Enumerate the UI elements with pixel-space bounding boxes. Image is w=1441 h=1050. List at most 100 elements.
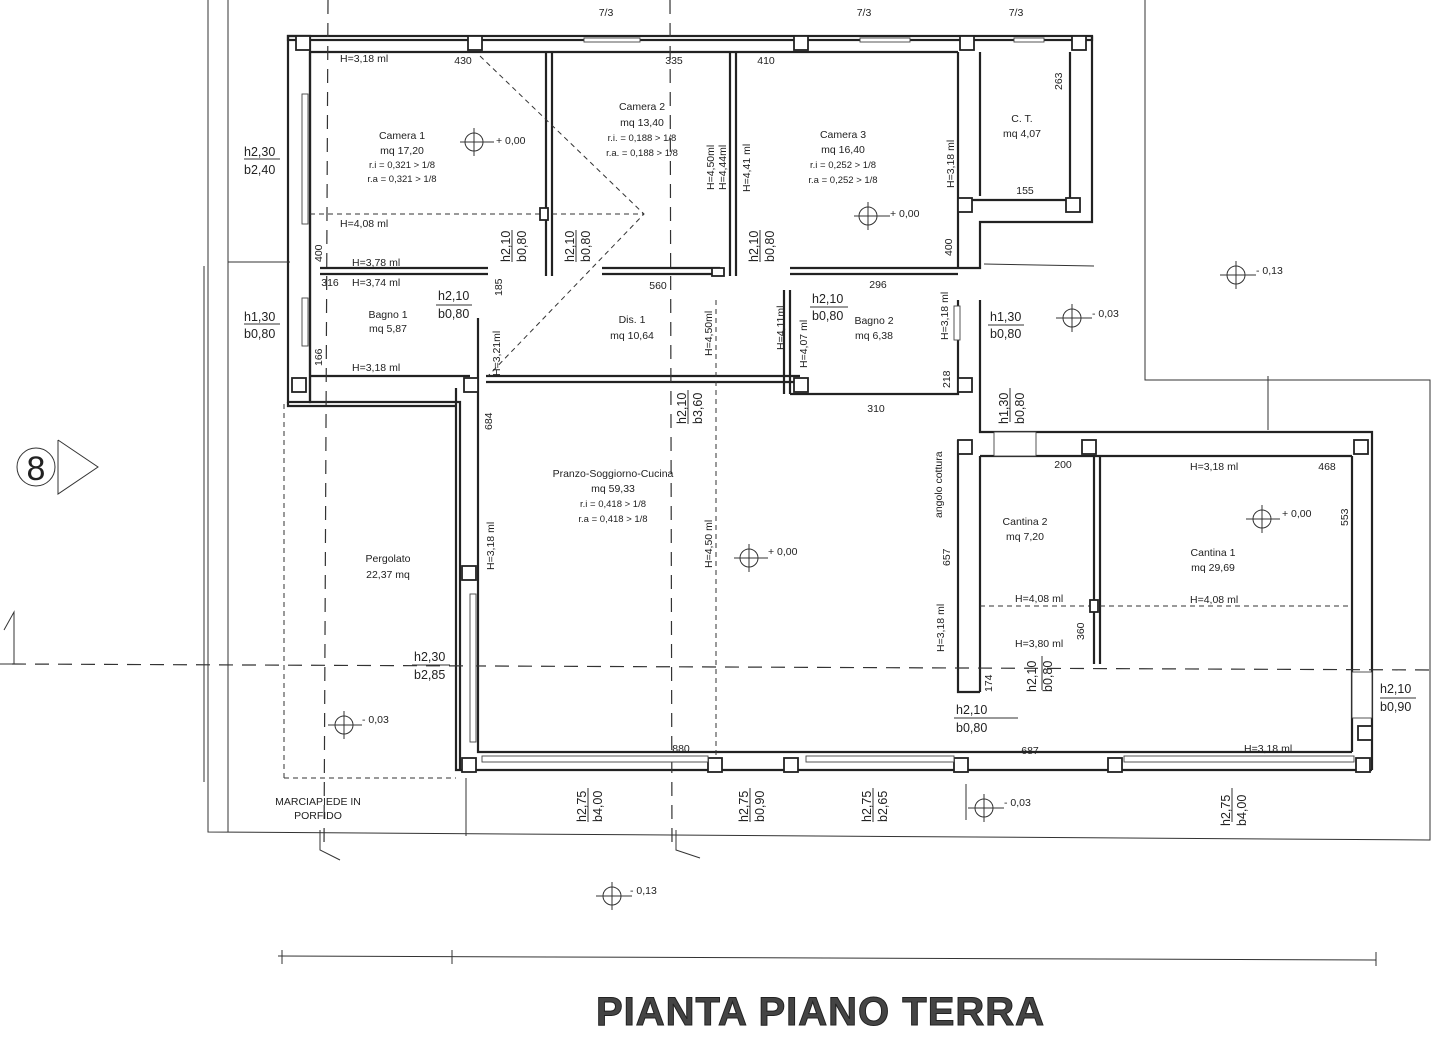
section-marker-label: 8: [27, 450, 46, 488]
opening-height: h2,10: [1380, 682, 1411, 696]
opening-width: b0,90: [753, 791, 767, 822]
level-label: + 0,00: [890, 208, 920, 220]
level-marker-camera3: [854, 202, 890, 230]
height-label: H=3,80 ml: [1015, 638, 1063, 650]
dimension-label: 657: [941, 548, 953, 566]
opening-width: b2,40: [244, 163, 275, 177]
room-name-bagno1: Bagno 1: [368, 309, 407, 321]
page-title-text: PIANTA PIANO TERRA: [595, 990, 1046, 1035]
height-label: H=3,74 ml: [352, 277, 400, 289]
room-name-cantina2: Cantina 2: [1003, 516, 1048, 528]
height-label: H=3,78 ml: [352, 257, 400, 269]
room-ri-pranzo: r.i = 0,418 > 1/8: [580, 499, 646, 510]
room-area-bagno2: mq 6,38: [855, 330, 893, 342]
opening-width: b0,80: [515, 231, 529, 262]
lot-boundary: [207, 0, 1431, 841]
room-area-pergolato: 22,37 mq: [366, 569, 410, 581]
dimension-label: 430: [454, 55, 472, 67]
room-area-ct: mq 4,07: [1003, 128, 1041, 140]
room-area-bagno1: mq 5,87: [369, 323, 407, 335]
room-ra-camera2: r.a. = 0,188 > 1/8: [606, 148, 678, 159]
dimension-label: 560: [649, 280, 667, 292]
opening-width: b3,60: [691, 393, 705, 424]
dashed-lines: [11, 0, 1437, 851]
top-label-2: 7/3: [857, 7, 872, 19]
dimension-label: 174: [983, 674, 995, 692]
dimension-label: 553: [1339, 508, 1351, 526]
dimension-label: 296: [869, 279, 887, 291]
level-label: + 0,00: [496, 135, 526, 147]
opening-width: b0,90: [1380, 700, 1411, 714]
height-label: H=3,18 ml: [935, 604, 947, 652]
room-name-pergolato: Pergolato: [366, 553, 411, 565]
height-label: H=3,18 ml: [939, 292, 951, 340]
opening-width: b0,80: [956, 721, 987, 735]
room-name-camera2: Camera 2: [619, 101, 665, 113]
room-name-pranzo: Pranzo-Soggiorno-Cucina: [553, 468, 674, 480]
room-area-pranzo: mq 59,33: [591, 483, 635, 495]
height-label: H=4,08 ml: [1190, 594, 1238, 606]
level-marker-cantina1: [1246, 505, 1280, 533]
level-marker-pergolato: [328, 711, 362, 739]
columns: [291, 35, 1373, 773]
opening-height: h2,10: [812, 292, 843, 306]
room-ra-pranzo: r.a = 0,418 > 1/8: [578, 514, 647, 525]
opening-height: h2,75: [737, 791, 751, 822]
dimension-label: 684: [483, 412, 495, 430]
opening-height: h1,30: [990, 310, 1021, 324]
room-ra-camera1: r.a = 0,321 > 1/8: [367, 174, 436, 185]
level-label: + 0,00: [768, 546, 798, 558]
opening-height: h2,75: [860, 791, 874, 822]
opening-height: h1,30: [244, 310, 275, 324]
opening-width: b0,80: [1041, 661, 1055, 692]
room-ri-camera2: r.i. = 0,188 > 1/8: [608, 133, 677, 144]
opening-height: h2,10: [438, 289, 469, 303]
room-name-cantina1: Cantina 1: [1191, 547, 1236, 559]
height-label: H=3,18 ml: [340, 53, 388, 65]
room-ri-camera1: r.i = 0,321 > 1/8: [369, 160, 435, 171]
room-name-camera3: Camera 3: [820, 129, 866, 141]
level-label: + 0,00: [1282, 508, 1312, 520]
opening-height: h2,10: [747, 231, 761, 262]
opening-width: b0,80: [244, 327, 275, 341]
level-label: - 0,03: [1004, 797, 1031, 809]
height-label: H=4,41 ml: [741, 144, 753, 192]
dimension-label: 166: [313, 348, 325, 366]
opening-width: b0,80: [579, 231, 593, 262]
level-marker-ext4: [596, 882, 632, 910]
height-label: H=4,08 ml: [1015, 593, 1063, 605]
page-title: PIANTA PIANO TERRA: [0, 990, 1441, 1035]
height-label: H=3,18 ml: [352, 362, 400, 374]
room-name-bagno2: Bagno 2: [854, 315, 893, 327]
dimension-label: 218: [941, 370, 953, 388]
dimension-label: 185: [493, 278, 505, 296]
note-angolo-cottura: angolo cottura: [933, 451, 945, 518]
room-area-cantina2: mq 7,20: [1006, 531, 1044, 543]
dimension-label: 400: [313, 244, 325, 262]
dimension-label: 155: [1016, 185, 1034, 197]
opening-width: b4,00: [591, 791, 605, 822]
level-label: - 0,03: [1092, 308, 1119, 320]
dimension-label: 410: [757, 55, 775, 67]
opening-width: b0,80: [1013, 393, 1027, 424]
level-label: - 0,13: [630, 885, 657, 897]
height-label: H=4,50ml: [705, 145, 717, 190]
dimension-label: 335: [665, 55, 683, 67]
opening-height: h2,10: [563, 231, 577, 262]
room-name-ct: C. T.: [1011, 113, 1032, 125]
opening-width: b0,80: [763, 231, 777, 262]
opening-height: h2,75: [575, 791, 589, 822]
height-label: H=4,44ml: [717, 145, 729, 190]
opening-width: b4,00: [1235, 795, 1249, 826]
room-area-camera1: mq 17,20: [380, 145, 424, 157]
note-marciapiede-2: PORFIDO: [294, 810, 342, 822]
dimension-label: 687: [1021, 745, 1039, 757]
dimension-label: 468: [1318, 461, 1336, 473]
opening-height: h1,30: [997, 393, 1011, 424]
opening-height: h2,10: [1025, 661, 1039, 692]
opening-height: h2,10: [956, 703, 987, 717]
height-label: H=4,08 ml: [340, 218, 388, 230]
dimension-label: 310: [867, 403, 885, 415]
room-area-cantina1: mq 29,69: [1191, 562, 1235, 574]
